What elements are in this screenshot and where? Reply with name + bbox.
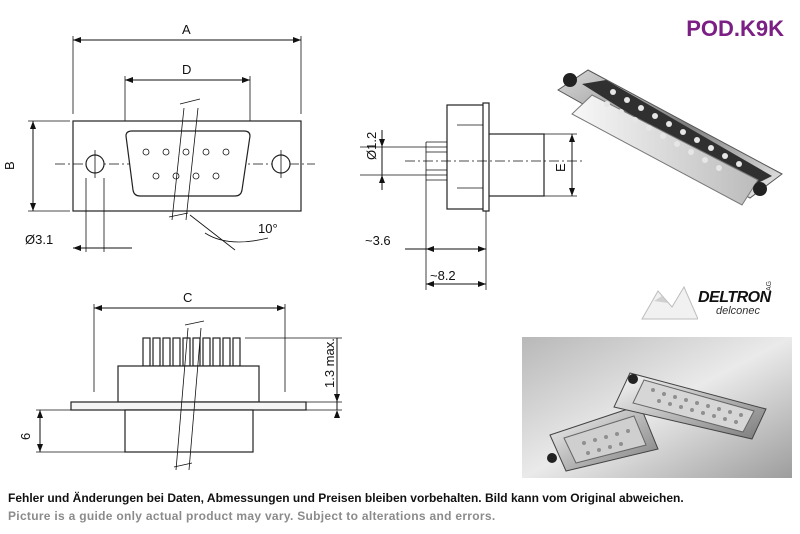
dim-a-label: A	[182, 22, 191, 37]
dim-depth2-label: ~8.2	[430, 268, 456, 283]
side-view: Ø1.2 E ~3.6 ~8.2	[360, 102, 585, 290]
brand-name: DELTRON	[698, 289, 771, 306]
dim-e-label: E	[553, 163, 568, 172]
footer-german: Fehler und Änderungen bei Daten, Abmessu…	[8, 491, 684, 505]
pin-row-top	[142, 148, 230, 180]
product-code: POD.K9K	[686, 16, 784, 41]
front-view: A D B	[2, 22, 315, 252]
mountain-logo-icon	[641, 285, 699, 320]
dim-c-label: C	[183, 290, 192, 305]
dim-b-label: B	[2, 161, 17, 170]
connector-photo-bottom	[522, 337, 792, 478]
dim-pin-height-label: 1.3 max.	[322, 338, 337, 388]
connector-photo-top	[557, 69, 783, 206]
footer-english: Picture is a guide only actual product m…	[8, 509, 496, 523]
pins-bottom	[142, 337, 241, 367]
dim-pin-label: Ø1.2	[364, 132, 379, 160]
brand-subtitle: delconec	[716, 305, 761, 317]
dim-height-label: 6	[18, 433, 33, 440]
bottom-view: C 1.3 max. 6	[18, 290, 342, 471]
deltron-logo: DELTRON delconec AG	[640, 281, 795, 323]
dim-angle-label: 10°	[258, 221, 278, 236]
dim-depth1-label: ~3.6	[365, 233, 391, 248]
brand-suffix: AG	[766, 280, 773, 291]
dim-hole-label: Ø3.1	[25, 232, 53, 247]
dim-d-label: D	[182, 62, 191, 77]
